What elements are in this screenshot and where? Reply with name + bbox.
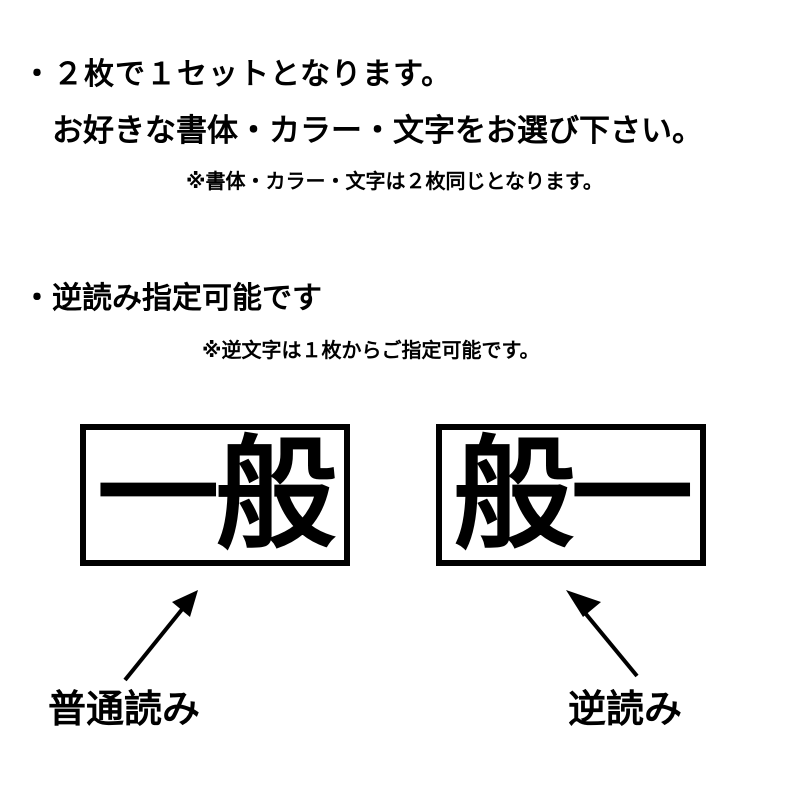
reverse-reading-heading: ・逆読み指定可能です — [22, 281, 322, 316]
same-for-both-note: ※書体・カラー・文字は２枚同じとなります。 — [186, 169, 603, 193]
reverse-reading-label: 逆読み — [568, 687, 683, 731]
choose-options-text: お好きな書体・カラー・文字をお選び下さい。 — [52, 113, 703, 149]
arrow-up-left-icon — [566, 590, 639, 678]
set-info-text: ・２枚で１セットとなります。 — [22, 57, 453, 92]
reverse-plate-text: 般一 — [453, 424, 693, 566]
arrow-up-right-icon — [123, 590, 198, 682]
reverse-reading-plate: 般一 — [436, 424, 706, 566]
normal-plate-text: 一般 — [97, 424, 337, 566]
reverse-reading-note: ※逆文字は１枚からご指定可能です。 — [202, 338, 540, 362]
normal-reading-plate: 一般 — [80, 424, 350, 566]
normal-reading-label: 普通読み — [48, 687, 201, 731]
